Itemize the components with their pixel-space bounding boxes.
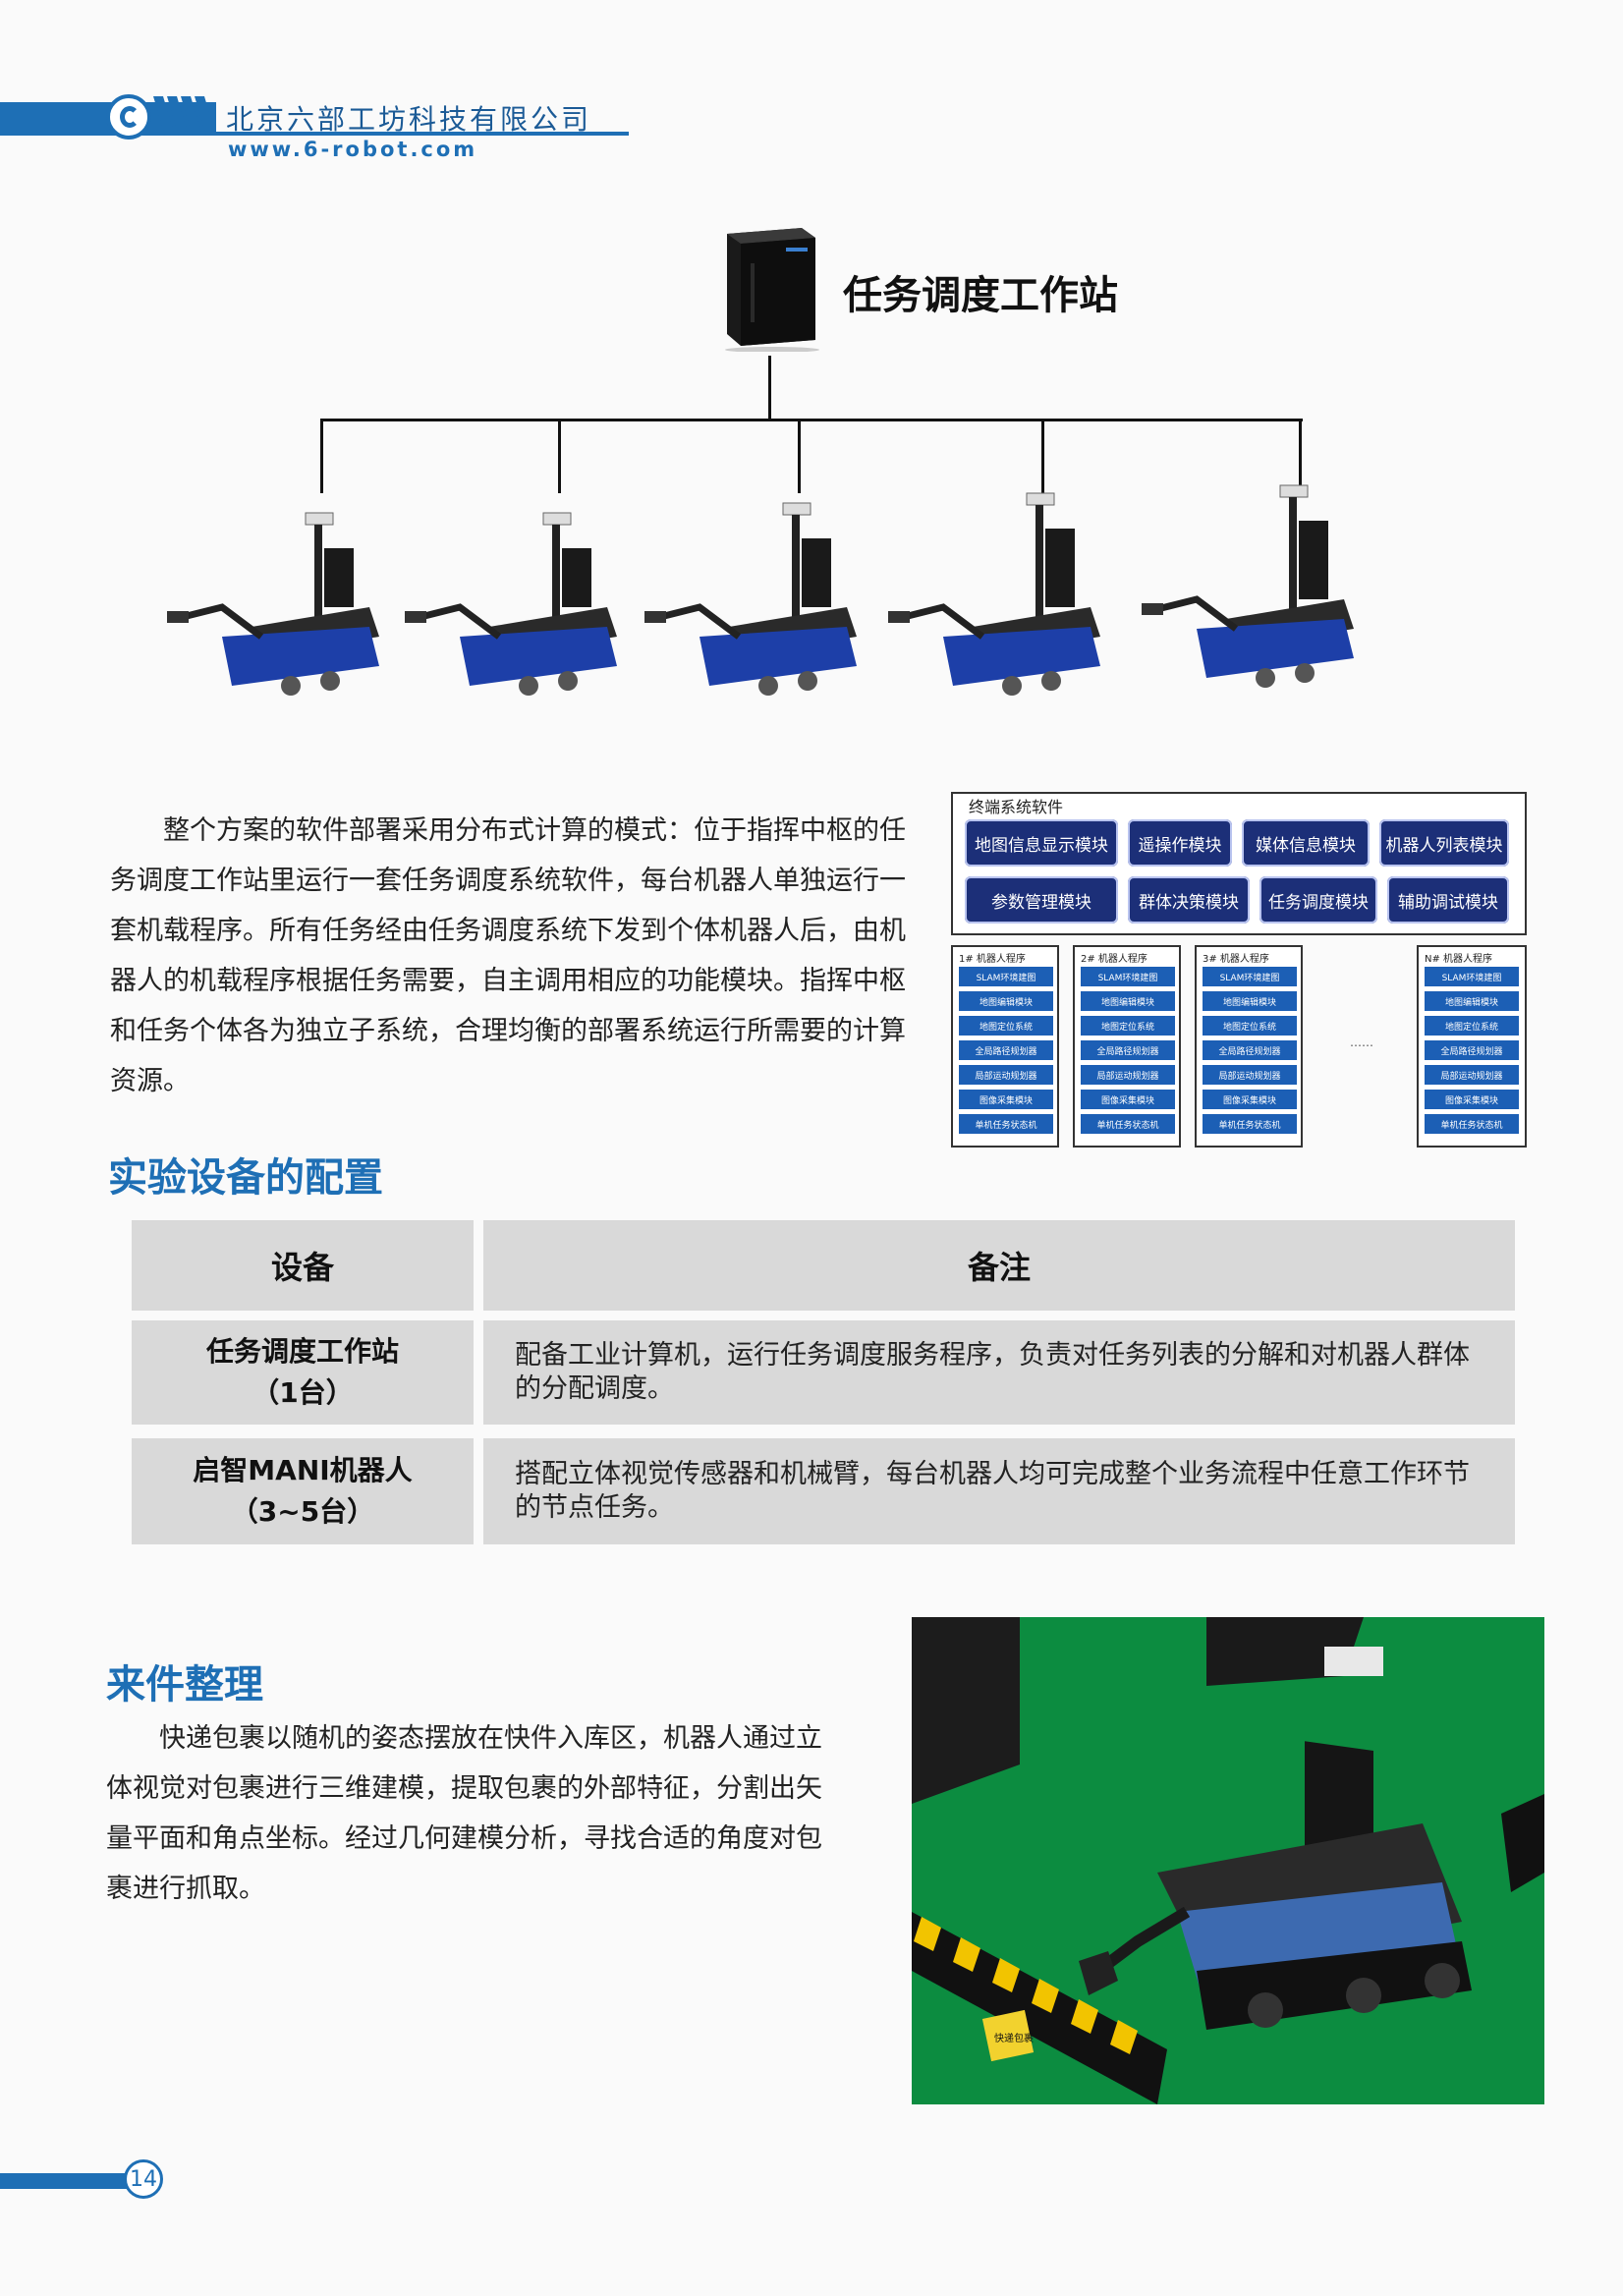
module-params: 参数管理模块 [965, 876, 1118, 924]
footer-bar [0, 2173, 147, 2189]
robots-ellipsis: …… [1350, 1036, 1373, 1049]
intro-paragraph: 整个方案的软件部署采用分布式计算的模式：位于指挥中枢的任务调度工作站里运行一套任… [110, 815, 906, 1096]
robot-program-2: 2# 机器人程序 SLAM环境建图 地图编辑模块 地图定位系统 全局路径规划器 … [1073, 945, 1181, 1148]
table-row-2-note: 搭配立体视觉传感器和机械臂，每台机器人均可完成整个业务流程中任意工作环节的节点任… [483, 1438, 1515, 1544]
company-logo-icon [106, 94, 151, 140]
robot-2-icon [405, 512, 617, 696]
module-robot-list: 机器人列表模块 [1379, 819, 1509, 867]
robot-program-1: 1# 机器人程序 SLAM环境建图 地图编辑模块 地图定位系统 全局路径规划器 … [951, 945, 1059, 1148]
table-row-1-note: 配备工业计算机，运行任务调度服务程序，负责对任务列表的分解和对机器人群体的分配调… [483, 1320, 1515, 1425]
table-row-2-device: 启智MANI机器人 （3~5台） [132, 1438, 474, 1544]
robot-program-3: 3# 机器人程序 SLAM环境建图 地图编辑模块 地图定位系统 全局路径规划器 … [1195, 945, 1303, 1148]
module-task-dispatch: 任务调度模块 [1259, 876, 1377, 924]
company-url: www.6-robot.com [228, 138, 478, 161]
module-group-decision: 群体决策模块 [1128, 876, 1250, 924]
robot-program-n: N# 机器人程序 SLAM环境建图 地图编辑模块 地图定位系统 全局路径规划器 … [1417, 945, 1527, 1148]
robot-5-icon [1142, 484, 1354, 688]
parcel-label: 快递包裹 [994, 2032, 1034, 2044]
table-header-note: 备注 [483, 1220, 1515, 1311]
connector-trunk [768, 356, 771, 420]
workstation-icon [725, 228, 819, 352]
equipment-section-title: 实验设备的配置 [108, 1155, 383, 1201]
station-title: 任务调度工作站 [843, 273, 1118, 318]
robot-3-icon [644, 502, 857, 696]
module-map-display: 地图信息显示模块 [965, 819, 1118, 867]
module-teleop: 遥操作模块 [1128, 819, 1232, 867]
section-sorting-paragraph: 快递包裹以随机的姿态摆放在快件入库区，机器人通过立体视觉对包裹进行三维建模，提取… [106, 1723, 822, 1904]
module-media: 媒体信息模块 [1242, 819, 1370, 867]
robot-4-icon [888, 492, 1100, 696]
logo-stripes-icon [153, 96, 216, 136]
table-row-1-device: 任务调度工作站 （1台） [132, 1320, 474, 1425]
table-header-device: 设备 [132, 1220, 474, 1311]
page-number: 14 [124, 2159, 163, 2199]
robot-1-icon [167, 512, 379, 696]
robot-photo: 快递包裹 [912, 1617, 1544, 2104]
connector-bus [320, 419, 1303, 421]
company-name: 北京六部工坊科技有限公司 [226, 103, 592, 136]
terminal-software-title: 终端系统软件 [969, 798, 1064, 816]
section-sorting-title: 来件整理 [106, 1662, 263, 1708]
module-debug: 辅助调试模块 [1387, 876, 1509, 924]
